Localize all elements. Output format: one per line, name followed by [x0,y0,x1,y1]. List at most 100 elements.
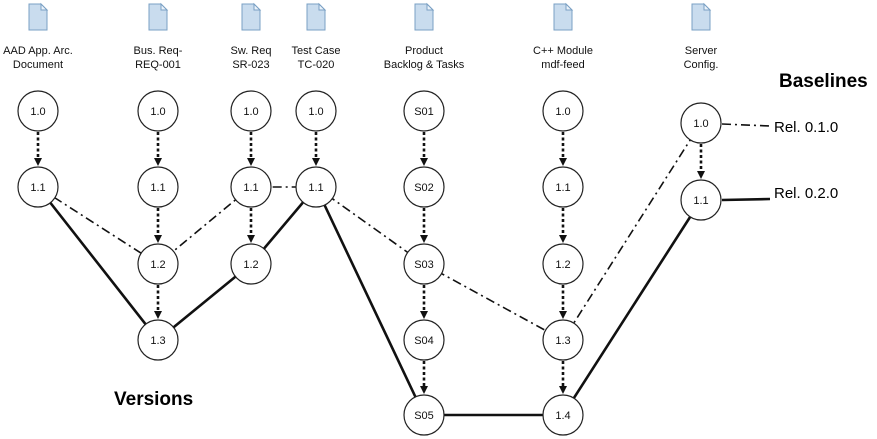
version-node-circle [542,90,584,132]
version-node-circle [17,166,59,208]
artifact-label-line: mdf-feed [541,59,584,71]
version-node-circle [542,166,584,208]
version-node-label: 1.0 [30,106,45,118]
document-icon [148,2,169,31]
version-node-label: 1.0 [693,118,708,130]
version-node-label: 1.0 [243,106,258,118]
artifact-label-line: Config. [684,59,719,71]
baselines-title: Baselines [779,71,868,92]
version-node: 1.0 [137,90,179,132]
artifact-label-line: REQ-001 [135,59,181,71]
version-node-circle [17,90,59,132]
artifact-label-line: AAD App. Arc. [3,45,73,57]
version-node: S05 [403,394,445,436]
document-icon [553,2,574,31]
version-node-circle [403,166,445,208]
version-node-label: 1.0 [308,106,323,118]
version-node: 1.0 [295,90,337,132]
version-node-circle [137,90,179,132]
version-node: 1.0 [680,102,722,144]
version-node: 1.2 [137,243,179,285]
version-node-circle [403,319,445,361]
version-node-circle [230,243,272,285]
version-node-circle [403,243,445,285]
version-node-circle [680,179,722,221]
version-node-label: S01 [414,106,434,118]
version-node: 1.0 [17,90,59,132]
version-node: S04 [403,319,445,361]
version-node-label: 1.1 [555,182,570,194]
version-arrows [34,132,705,394]
artifact-label-line: Sw. Req [231,45,272,57]
version-node: 1.2 [230,243,272,285]
document-icon [414,2,435,31]
version-node: 1.3 [137,319,179,361]
version-node-label: S02 [414,182,434,194]
version-node-label: 1.0 [555,106,570,118]
version-node-label: 1.1 [308,182,323,194]
baseline-path-2 [36,184,703,417]
version-node: S01 [403,90,445,132]
artifact-label-line: SR-023 [232,59,269,71]
versions-title: Versions [114,389,193,410]
artifact-label-line: Document [13,59,63,71]
version-node: 1.1 [542,166,584,208]
version-node-label: 1.2 [555,259,570,271]
baseline-release-line [721,197,771,202]
baseline-release-label: Rel. 0.1.0 [774,119,838,136]
version-node-label: 1.1 [150,182,165,194]
version-node: 1.1 [230,166,272,208]
artifact-label-line: Product [405,45,443,57]
version-node-label: 1.3 [150,335,165,347]
version-node-circle [295,166,337,208]
artifact-label-line: TC-020 [298,59,335,71]
version-node: 1.1 [680,179,722,221]
version-node-circle [230,90,272,132]
version-node: S03 [403,243,445,285]
artifact-label-line: Bus. Req- [134,45,183,57]
version-node-circle [137,319,179,361]
version-node: 1.2 [542,243,584,285]
version-node-circle [542,394,584,436]
version-node-label: 1.1 [693,195,708,207]
artifact-aad: AAD App. Arc. Document [3,2,73,71]
version-node: S02 [403,166,445,208]
version-node-label: S05 [414,410,434,422]
version-node-circle [403,90,445,132]
version-node-circle [542,243,584,285]
artifact-label-line: C++ Module [533,45,593,57]
version-node-circle [542,319,584,361]
version-node-label: 1.1 [30,182,45,194]
version-node-label: 1.2 [243,259,258,271]
version-node-circle [230,166,272,208]
version-node: 1.0 [230,90,272,132]
document-icon [306,2,327,31]
version-node-label: 1.0 [150,106,165,118]
version-node-label: S04 [414,335,434,347]
document-icon [241,2,262,31]
version-node-label: S03 [414,259,434,271]
document-icon [691,2,712,31]
artifact-cpp: C++ Module mdf-feed [533,2,593,71]
artifact-bus: Bus. Req- REQ-001 [134,2,183,71]
artifact-label-line: Test Case [292,45,341,57]
baseline-release-line [721,123,771,127]
version-node-circle [403,394,445,436]
artifact-label-line: Backlog & Tasks [384,59,465,71]
version-node: 1.0 [542,90,584,132]
version-node-label: 1.1 [243,182,258,194]
baseline-path-1 [37,122,702,342]
baseline-release-label: Rel. 0.2.0 [774,185,838,202]
version-node-circle [680,102,722,144]
version-node: 1.1 [295,166,337,208]
version-nodes: 1.0 1.1 1.0 1.1 1.2 1.3 1.0 1.1 1.2 1.0 1.1 S01S02S… [17,90,722,436]
version-node-label: 1.3 [555,335,570,347]
version-node-circle [137,166,179,208]
version-node: 1.4 [542,394,584,436]
